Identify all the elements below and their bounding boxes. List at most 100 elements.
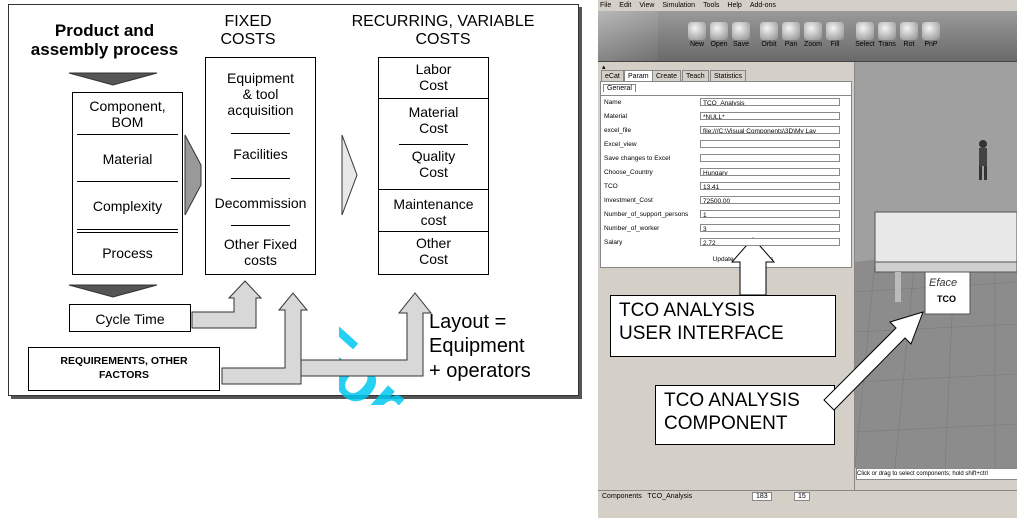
- panel-pin-icon[interactable]: ▴: [602, 64, 606, 71]
- menu-edit[interactable]: Edit: [619, 2, 632, 9]
- param-row: Excel_view: [604, 140, 846, 149]
- tab-statistics[interactable]: Statistics: [710, 70, 747, 82]
- param-name: Number_of_worker: [604, 225, 660, 232]
- status-value-1: 183: [752, 492, 772, 501]
- param-value[interactable]: 72500.00: [700, 196, 840, 204]
- component-logo: Eface: [929, 277, 958, 289]
- toolbar-select-button[interactable]: Select: [854, 22, 876, 48]
- callout-component: TCO ANALYSIS COMPONENT: [655, 385, 835, 445]
- trans-icon: [878, 22, 896, 40]
- toolbar-orbit-button[interactable]: Orbit: [758, 22, 780, 48]
- toolbar-open-button[interactable]: Open: [708, 22, 730, 48]
- param-name: Material: [604, 113, 628, 120]
- new-icon: [688, 22, 706, 40]
- requirements-box: REQUIREMENTS, OTHER FACTORS: [28, 347, 220, 391]
- menu-tools[interactable]: Tools: [703, 2, 720, 9]
- viewport-3d[interactable]: Eface TCO: [855, 62, 1017, 468]
- menu-simulation[interactable]: Simulation: [662, 2, 696, 9]
- param-name: Choose_Country: [604, 169, 653, 176]
- tab-create[interactable]: Create: [652, 70, 682, 82]
- requirements-arrow-recurring: [300, 292, 433, 377]
- toolbar-save-button[interactable]: Save: [730, 22, 752, 48]
- toolbar-label: Select: [855, 41, 875, 48]
- toolbar-trans-button[interactable]: Trans: [876, 22, 898, 48]
- fixed-costs-box: Equipment & tool acquisition Facilities …: [205, 57, 316, 275]
- cycle-time-arrow: [191, 280, 263, 329]
- recurring-item-quality: Quality Cost: [411, 148, 456, 181]
- toolbar-fill-button[interactable]: Fill: [824, 22, 846, 48]
- param-row: TCO 13.41: [604, 182, 846, 191]
- param-row: Material *NULL*: [604, 112, 846, 121]
- param-value[interactable]: 2.72: [700, 238, 840, 246]
- fixed-item-other: Other Fixed costs: [223, 236, 298, 269]
- fixed-costs-heading: FIXED COSTS: [220, 13, 276, 48]
- param-value[interactable]: TCO_Analysis: [700, 98, 840, 106]
- tab-teach[interactable]: Teach: [682, 70, 709, 82]
- param-name: TCO: [604, 183, 618, 190]
- param-value[interactable]: file:///C:\Visual Components\3D\My Lay: [700, 126, 840, 134]
- subtab-general[interactable]: General: [603, 84, 636, 92]
- param-value[interactable]: Hungary: [700, 168, 840, 176]
- param-name: excel_file: [604, 127, 632, 134]
- toolbar-label: Open: [710, 41, 728, 48]
- requirements-arrow-fixed: [221, 292, 309, 385]
- save-icon: [732, 22, 750, 40]
- pnp-icon: [922, 22, 940, 40]
- diagram-arrows: [68, 72, 433, 385]
- recurring-item-labor: Labor Cost: [415, 61, 452, 94]
- menu-help[interactable]: Help: [727, 2, 742, 9]
- select-icon: [856, 22, 874, 40]
- param-value[interactable]: [700, 140, 840, 148]
- status-bar: Components TCO_Analysis 183 15: [598, 490, 1017, 505]
- rot-icon: [900, 22, 918, 40]
- param-value[interactable]: 13.41: [700, 182, 840, 190]
- param-value[interactable]: [700, 154, 840, 162]
- callout-user-interface: TCO ANALYSIS USER INTERFACE: [610, 295, 836, 357]
- fixed-item-equipment: Equipment & tool acquisition: [227, 70, 294, 119]
- right-arrow-2: [341, 134, 358, 216]
- toolbar-label: PnP: [924, 41, 938, 48]
- status-hint: Click or drag to select components; hold…: [856, 468, 1017, 480]
- fill-icon: [826, 22, 844, 40]
- recurring-item-material: Material Cost: [408, 104, 459, 137]
- toolbar-label: Orbit: [761, 41, 777, 48]
- tab-ecat[interactable]: eCat: [601, 70, 624, 82]
- open-icon: [710, 22, 728, 40]
- toolbar-label: New: [689, 41, 704, 48]
- recurring-item-other: Other Cost: [415, 235, 451, 268]
- callout-component-arrow: [823, 311, 924, 411]
- menu-view[interactable]: View: [639, 2, 655, 9]
- product-item-process: Process: [102, 245, 153, 261]
- param-value[interactable]: 1: [700, 210, 840, 218]
- param-row: Save changes to Excel: [604, 154, 846, 163]
- pan-icon: [782, 22, 800, 40]
- toolbar-rot-button[interactable]: Rot: [898, 22, 920, 48]
- toolbar-zoom-button[interactable]: Zoom: [802, 22, 824, 48]
- menu-addons[interactable]: Add-ons: [749, 2, 776, 9]
- param-value[interactable]: 3: [700, 224, 840, 232]
- toolbar-logo-area: [598, 11, 658, 61]
- toolbar-pnp-button[interactable]: PnP: [920, 22, 942, 48]
- param-value[interactable]: *NULL*: [700, 112, 840, 120]
- component-label: TCO: [937, 294, 956, 304]
- menu-file[interactable]: File: [600, 2, 612, 9]
- cycle-time-label: Cycle Time: [95, 311, 165, 327]
- fixed-item-decommission: Decommission: [214, 195, 307, 211]
- product-item-bom: Component, BOM: [89, 98, 166, 131]
- toolbar-label: Fill: [830, 41, 840, 48]
- param-name: Save changes to Excel: [604, 155, 671, 162]
- toolbar-pan-button[interactable]: Pan: [780, 22, 802, 48]
- recurring-item-maintenance: Maintenance cost: [393, 196, 474, 229]
- param-name: Investment_Cost: [604, 197, 653, 204]
- toolbar-new-button[interactable]: New: [686, 22, 708, 48]
- param-row: Number_of_worker 3: [604, 224, 846, 233]
- status-components: Components TCO_Analysis: [602, 493, 693, 500]
- callout-arrows: [730, 237, 924, 411]
- param-row: Choose_Country Hungary: [604, 168, 846, 177]
- status-value-2: 15: [794, 492, 810, 501]
- toolbar-label: Pan: [784, 41, 798, 48]
- cost-diagram: For Pe Product and assembly process FIXE…: [8, 4, 579, 405]
- product-item-complexity: Complexity: [92, 198, 163, 214]
